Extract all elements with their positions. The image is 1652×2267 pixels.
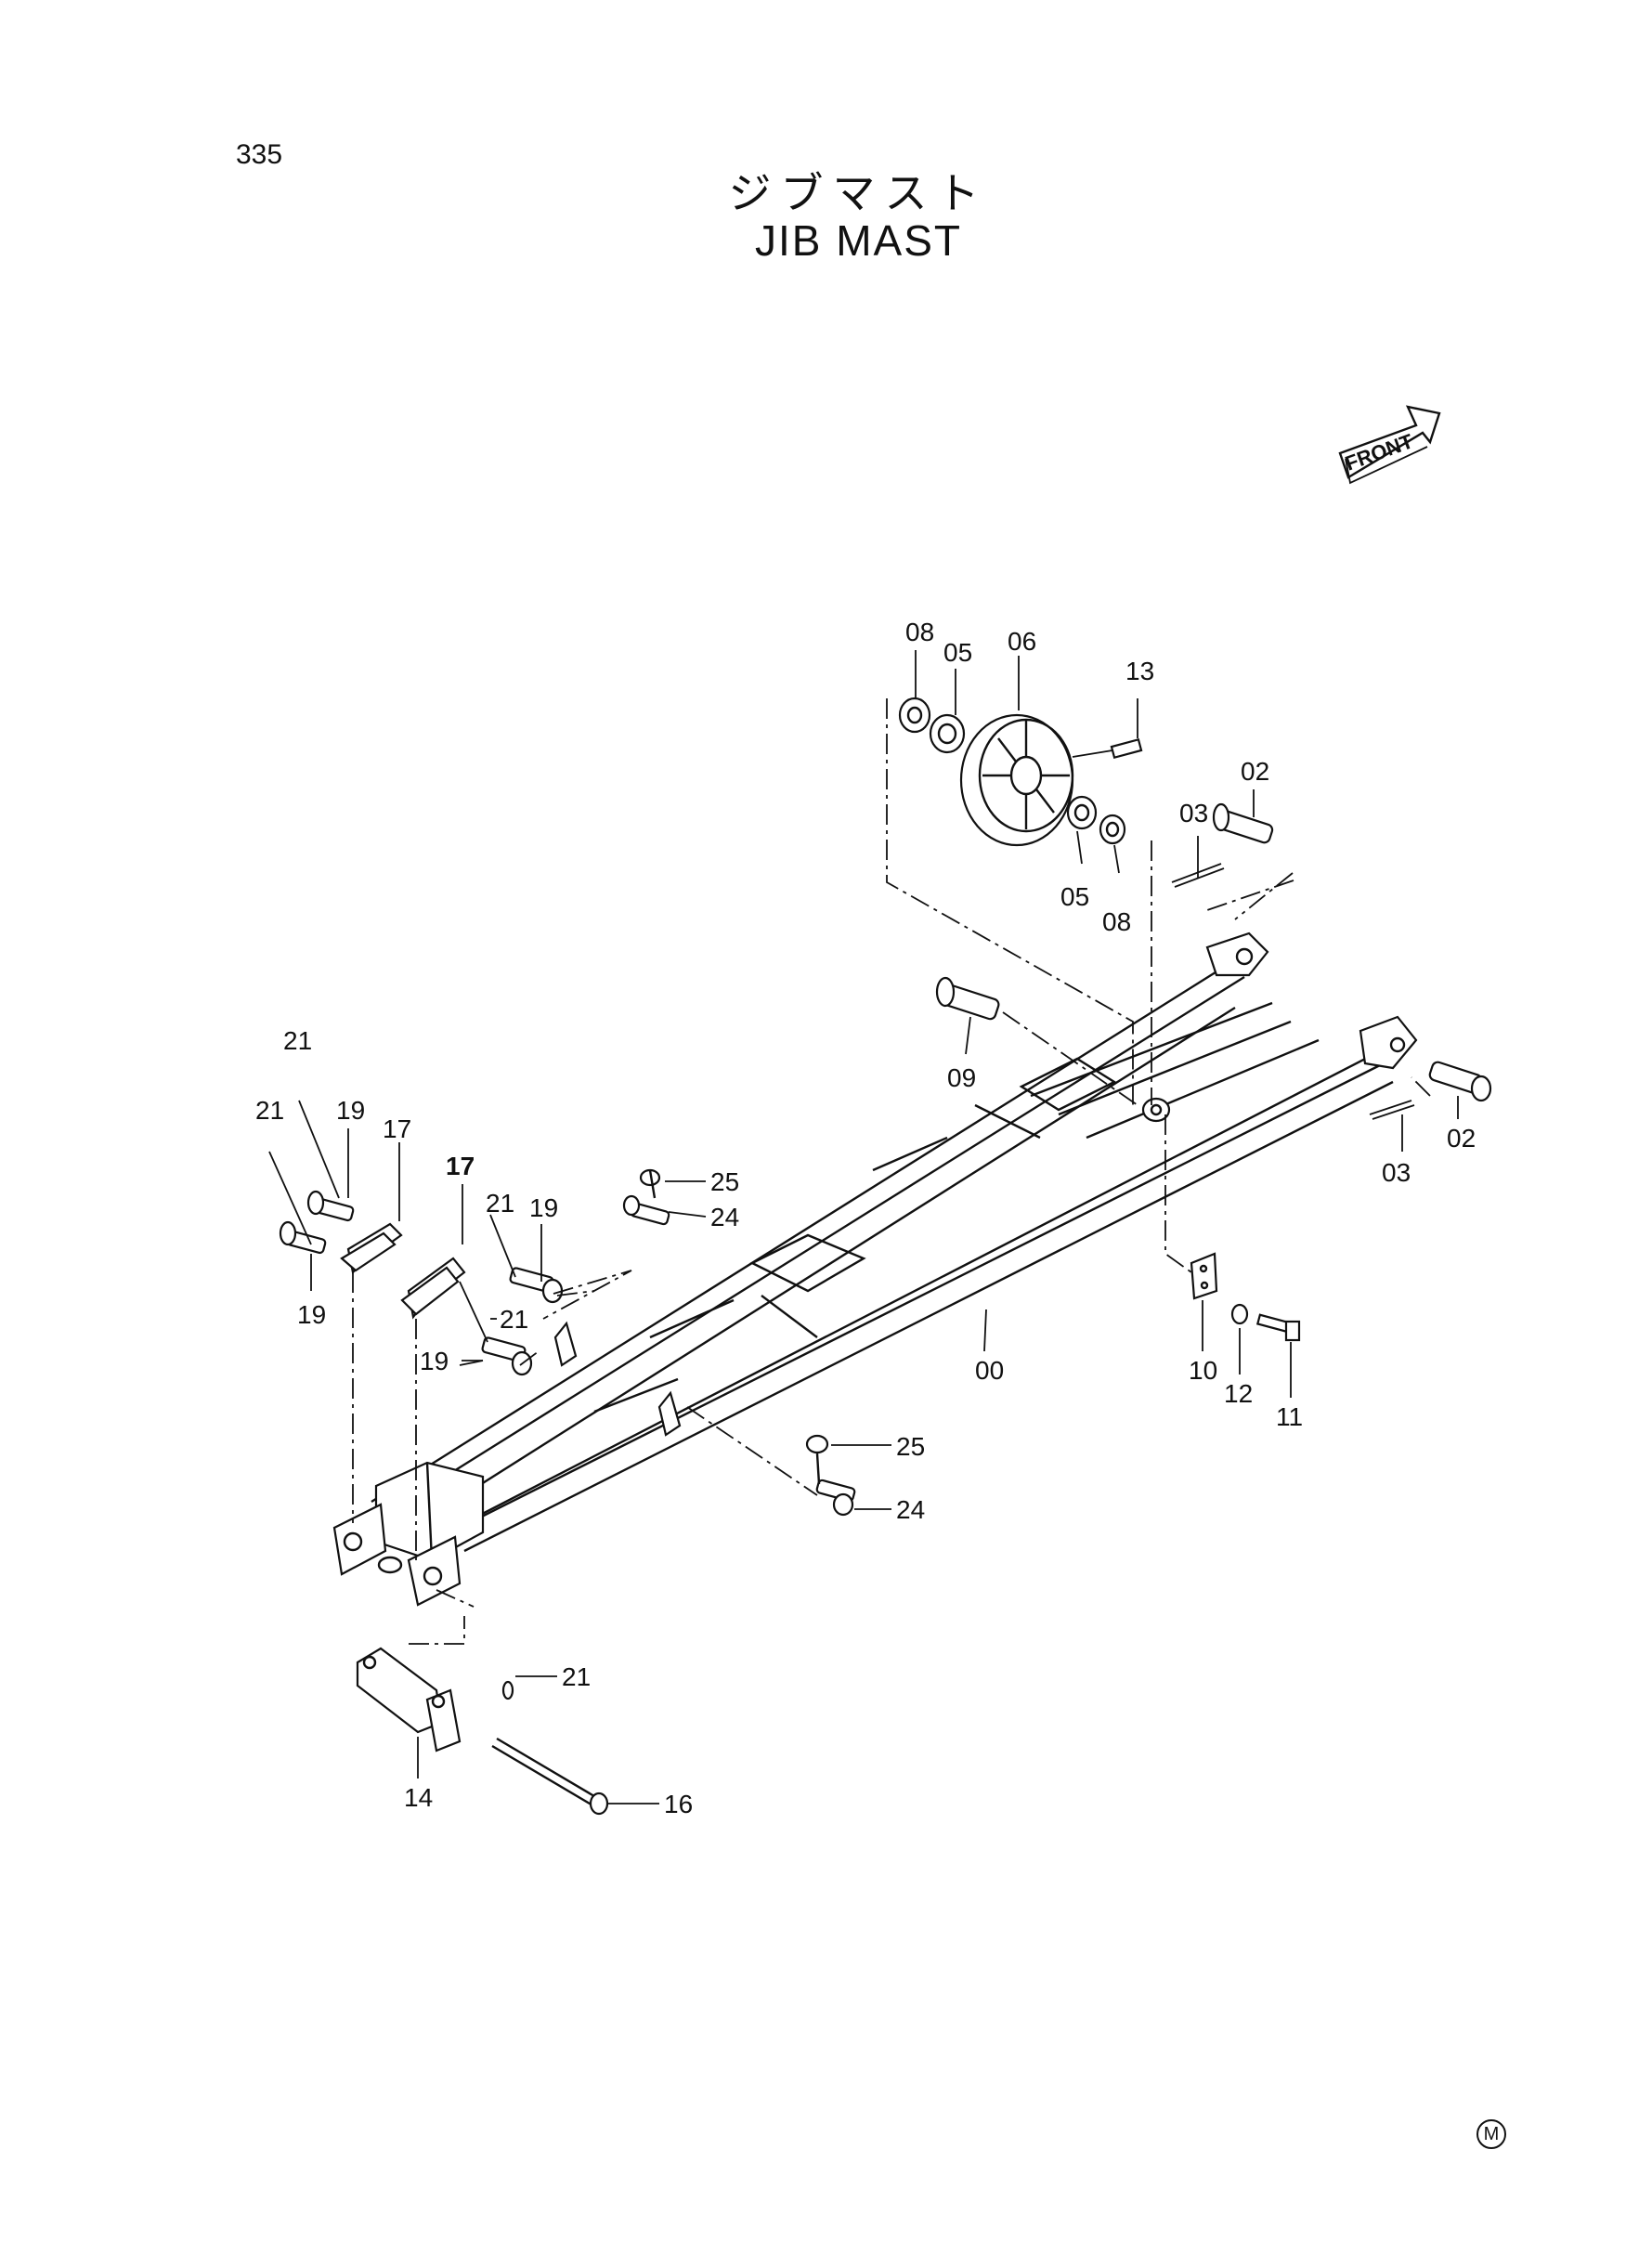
- callout-19: 19: [336, 1096, 365, 1125]
- plate-washer-bolt: [1190, 1252, 1301, 1342]
- bottom-bracket: [356, 1647, 609, 1816]
- leader-lines: [310, 650, 1459, 1804]
- footer-mark-icon: M: [1476, 2119, 1506, 2149]
- callout-21: 21: [486, 1189, 514, 1218]
- callout-08: 08: [1102, 907, 1131, 936]
- callout-17: 17: [446, 1152, 475, 1180]
- callout-19: 19: [420, 1347, 449, 1375]
- front-label: FRONT: [1342, 429, 1416, 476]
- callout-12: 12: [1224, 1379, 1253, 1408]
- callout-03: 03: [1179, 799, 1208, 827]
- callout-21: 21: [500, 1305, 528, 1334]
- callout-17: 17: [383, 1114, 411, 1143]
- callout-21: 21: [283, 1026, 312, 1055]
- callout-labels: 08 05 06 13 02 03 05 08 09 02 03 00 10 1…: [255, 618, 1476, 1818]
- callout-05: 05: [943, 638, 972, 667]
- jib-mast-frame: [332, 932, 1418, 1607]
- callout-21: 21: [255, 1096, 284, 1125]
- callout-19: 19: [297, 1300, 326, 1329]
- page-title: JIB MAST: [754, 216, 963, 265]
- callout-21: 21: [562, 1662, 591, 1691]
- callout-24: 24: [896, 1495, 925, 1524]
- callout-25: 25: [896, 1432, 925, 1461]
- callout-13: 13: [1125, 657, 1154, 685]
- page-title-japanese: ジブマスト: [728, 168, 989, 218]
- pulley-assembly: [898, 697, 1492, 1120]
- callout-10: 10: [1189, 1356, 1217, 1385]
- callout-16: 16: [664, 1790, 693, 1818]
- callout-08: 08: [905, 618, 934, 646]
- front-arrow-icon: FRONT: [1338, 405, 1441, 485]
- callout-02: 02: [1447, 1124, 1476, 1153]
- callout-19: 19: [529, 1193, 558, 1222]
- callout-14: 14: [404, 1783, 433, 1812]
- callout-25: 25: [710, 1167, 739, 1196]
- page-number: 335: [236, 139, 283, 170]
- callout-24: 24: [710, 1203, 739, 1231]
- callout-11: 11: [1276, 1402, 1303, 1431]
- callout-09: 09: [947, 1063, 976, 1092]
- callout-06: 06: [1008, 627, 1036, 656]
- callout-05: 05: [1060, 882, 1089, 911]
- callout-00: 00: [975, 1356, 1004, 1385]
- left-linkage: [268, 1100, 856, 1517]
- callout-03: 03: [1382, 1158, 1411, 1187]
- assembly-lines: [352, 698, 1431, 1645]
- callout-02: 02: [1241, 757, 1269, 786]
